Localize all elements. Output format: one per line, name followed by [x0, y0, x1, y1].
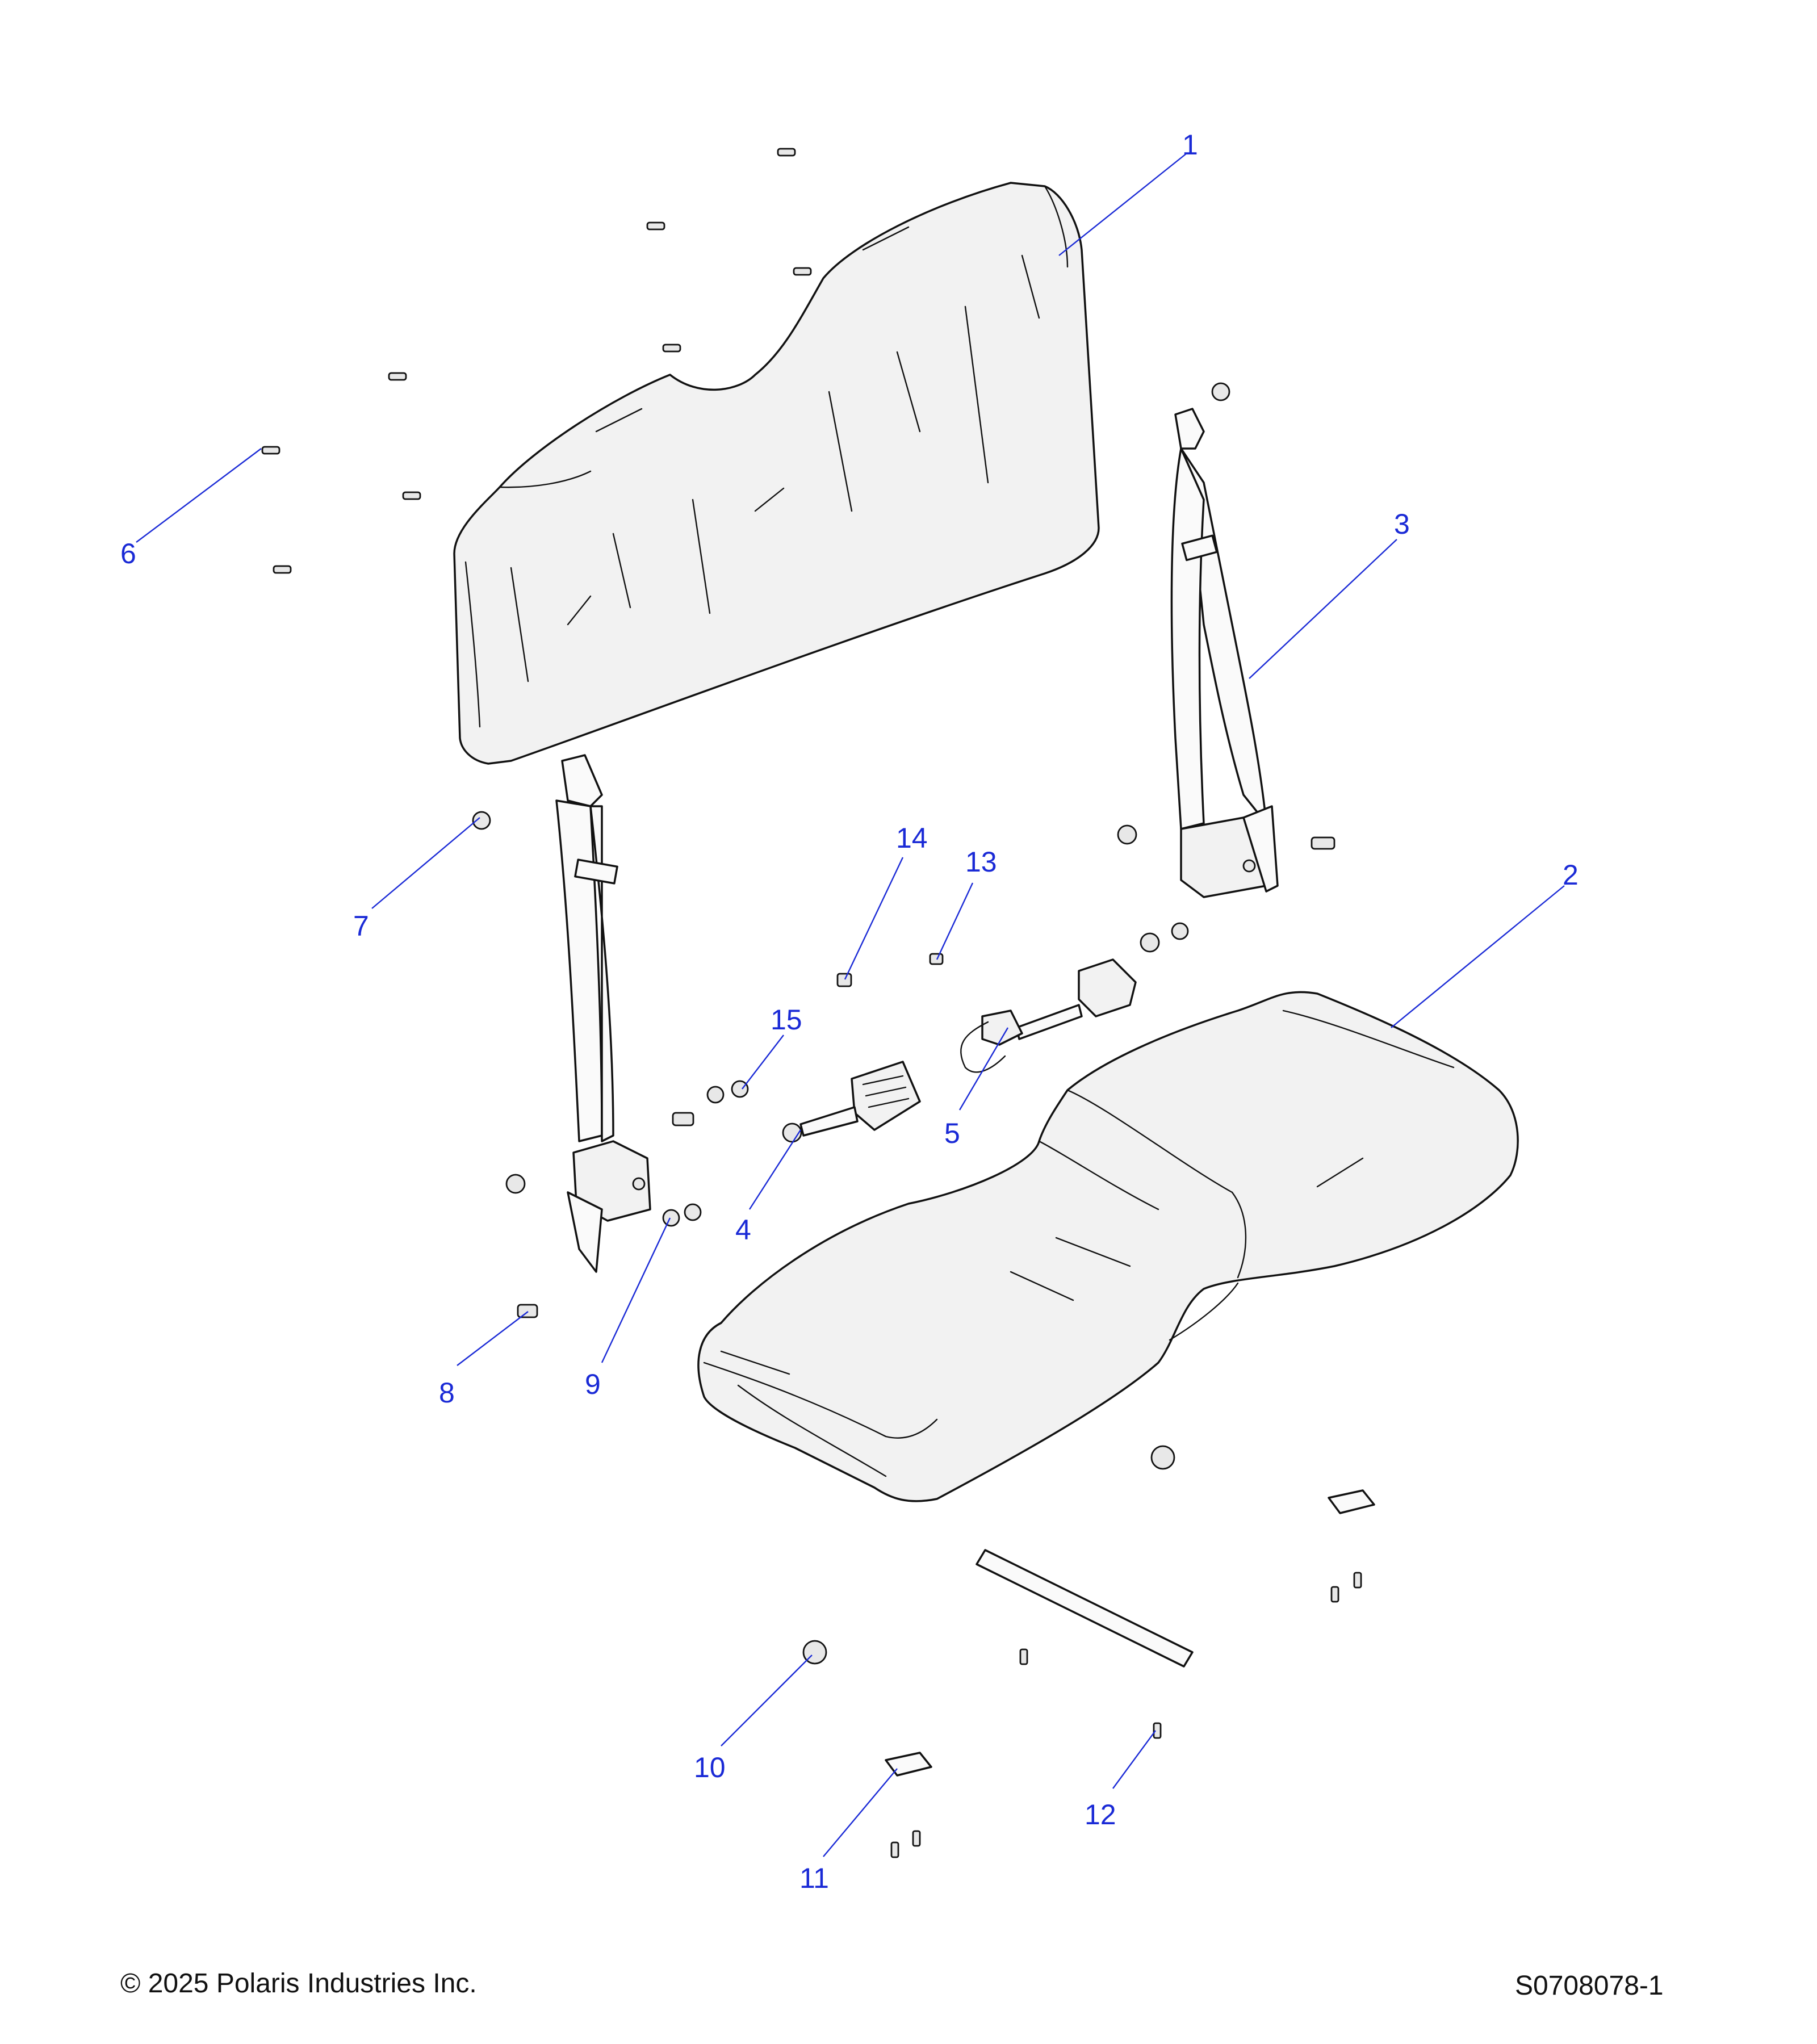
screw-6	[261, 148, 812, 574]
leader-10	[721, 1655, 813, 1746]
callout-8: 8	[439, 1377, 455, 1409]
buckle-assembly-4	[782, 1061, 921, 1143]
callout-4: 4	[735, 1214, 751, 1246]
callout-10: 10	[694, 1752, 726, 1783]
callout-2: 2	[1563, 859, 1579, 891]
callout-13: 13	[965, 846, 997, 878]
callout-9: 9	[585, 1368, 601, 1400]
callout-11: 11	[799, 1862, 829, 1894]
leader-7	[371, 817, 480, 909]
callout-3: 3	[1394, 508, 1410, 540]
hardware	[261, 148, 1375, 1858]
callout-6: 6	[120, 538, 136, 569]
callout-5: 5	[944, 1117, 960, 1149]
leader-2	[1391, 885, 1565, 1028]
leader-1	[1058, 153, 1187, 256]
leader-8	[457, 1311, 529, 1366]
copyright-text: © 2025 Polaris Industries Inc.	[120, 1968, 477, 1999]
leader-11	[823, 1768, 898, 1857]
callout-leaders	[136, 153, 1565, 1857]
seat-belt-left	[555, 754, 651, 1273]
callout-14: 14	[896, 822, 928, 854]
leader-14	[844, 857, 904, 980]
leader-5	[958, 1027, 1009, 1111]
callout-1: 1	[1182, 129, 1198, 161]
leader-12	[1112, 1730, 1156, 1789]
callout-7: 7	[353, 910, 369, 942]
leader-13	[936, 882, 974, 960]
callout-12: 12	[1085, 1799, 1116, 1831]
callout-15: 15	[771, 1004, 802, 1036]
seat-bottom-cushion	[697, 991, 1519, 1502]
leader-6	[136, 448, 262, 543]
leader-15	[742, 1034, 784, 1090]
seat-backrest	[453, 182, 1100, 765]
leader-4	[748, 1129, 802, 1210]
leader-9	[601, 1217, 671, 1363]
seat-belt-right	[1170, 408, 1279, 898]
figure-id: S0708078-1	[1515, 1971, 1664, 2001]
leader-3	[1249, 539, 1397, 679]
callout-numbers: 1 2 3 4 5 6 7 8 9 10 11 12 13 14 15	[120, 129, 1579, 1894]
buckle-assembly-5	[960, 958, 1137, 1073]
